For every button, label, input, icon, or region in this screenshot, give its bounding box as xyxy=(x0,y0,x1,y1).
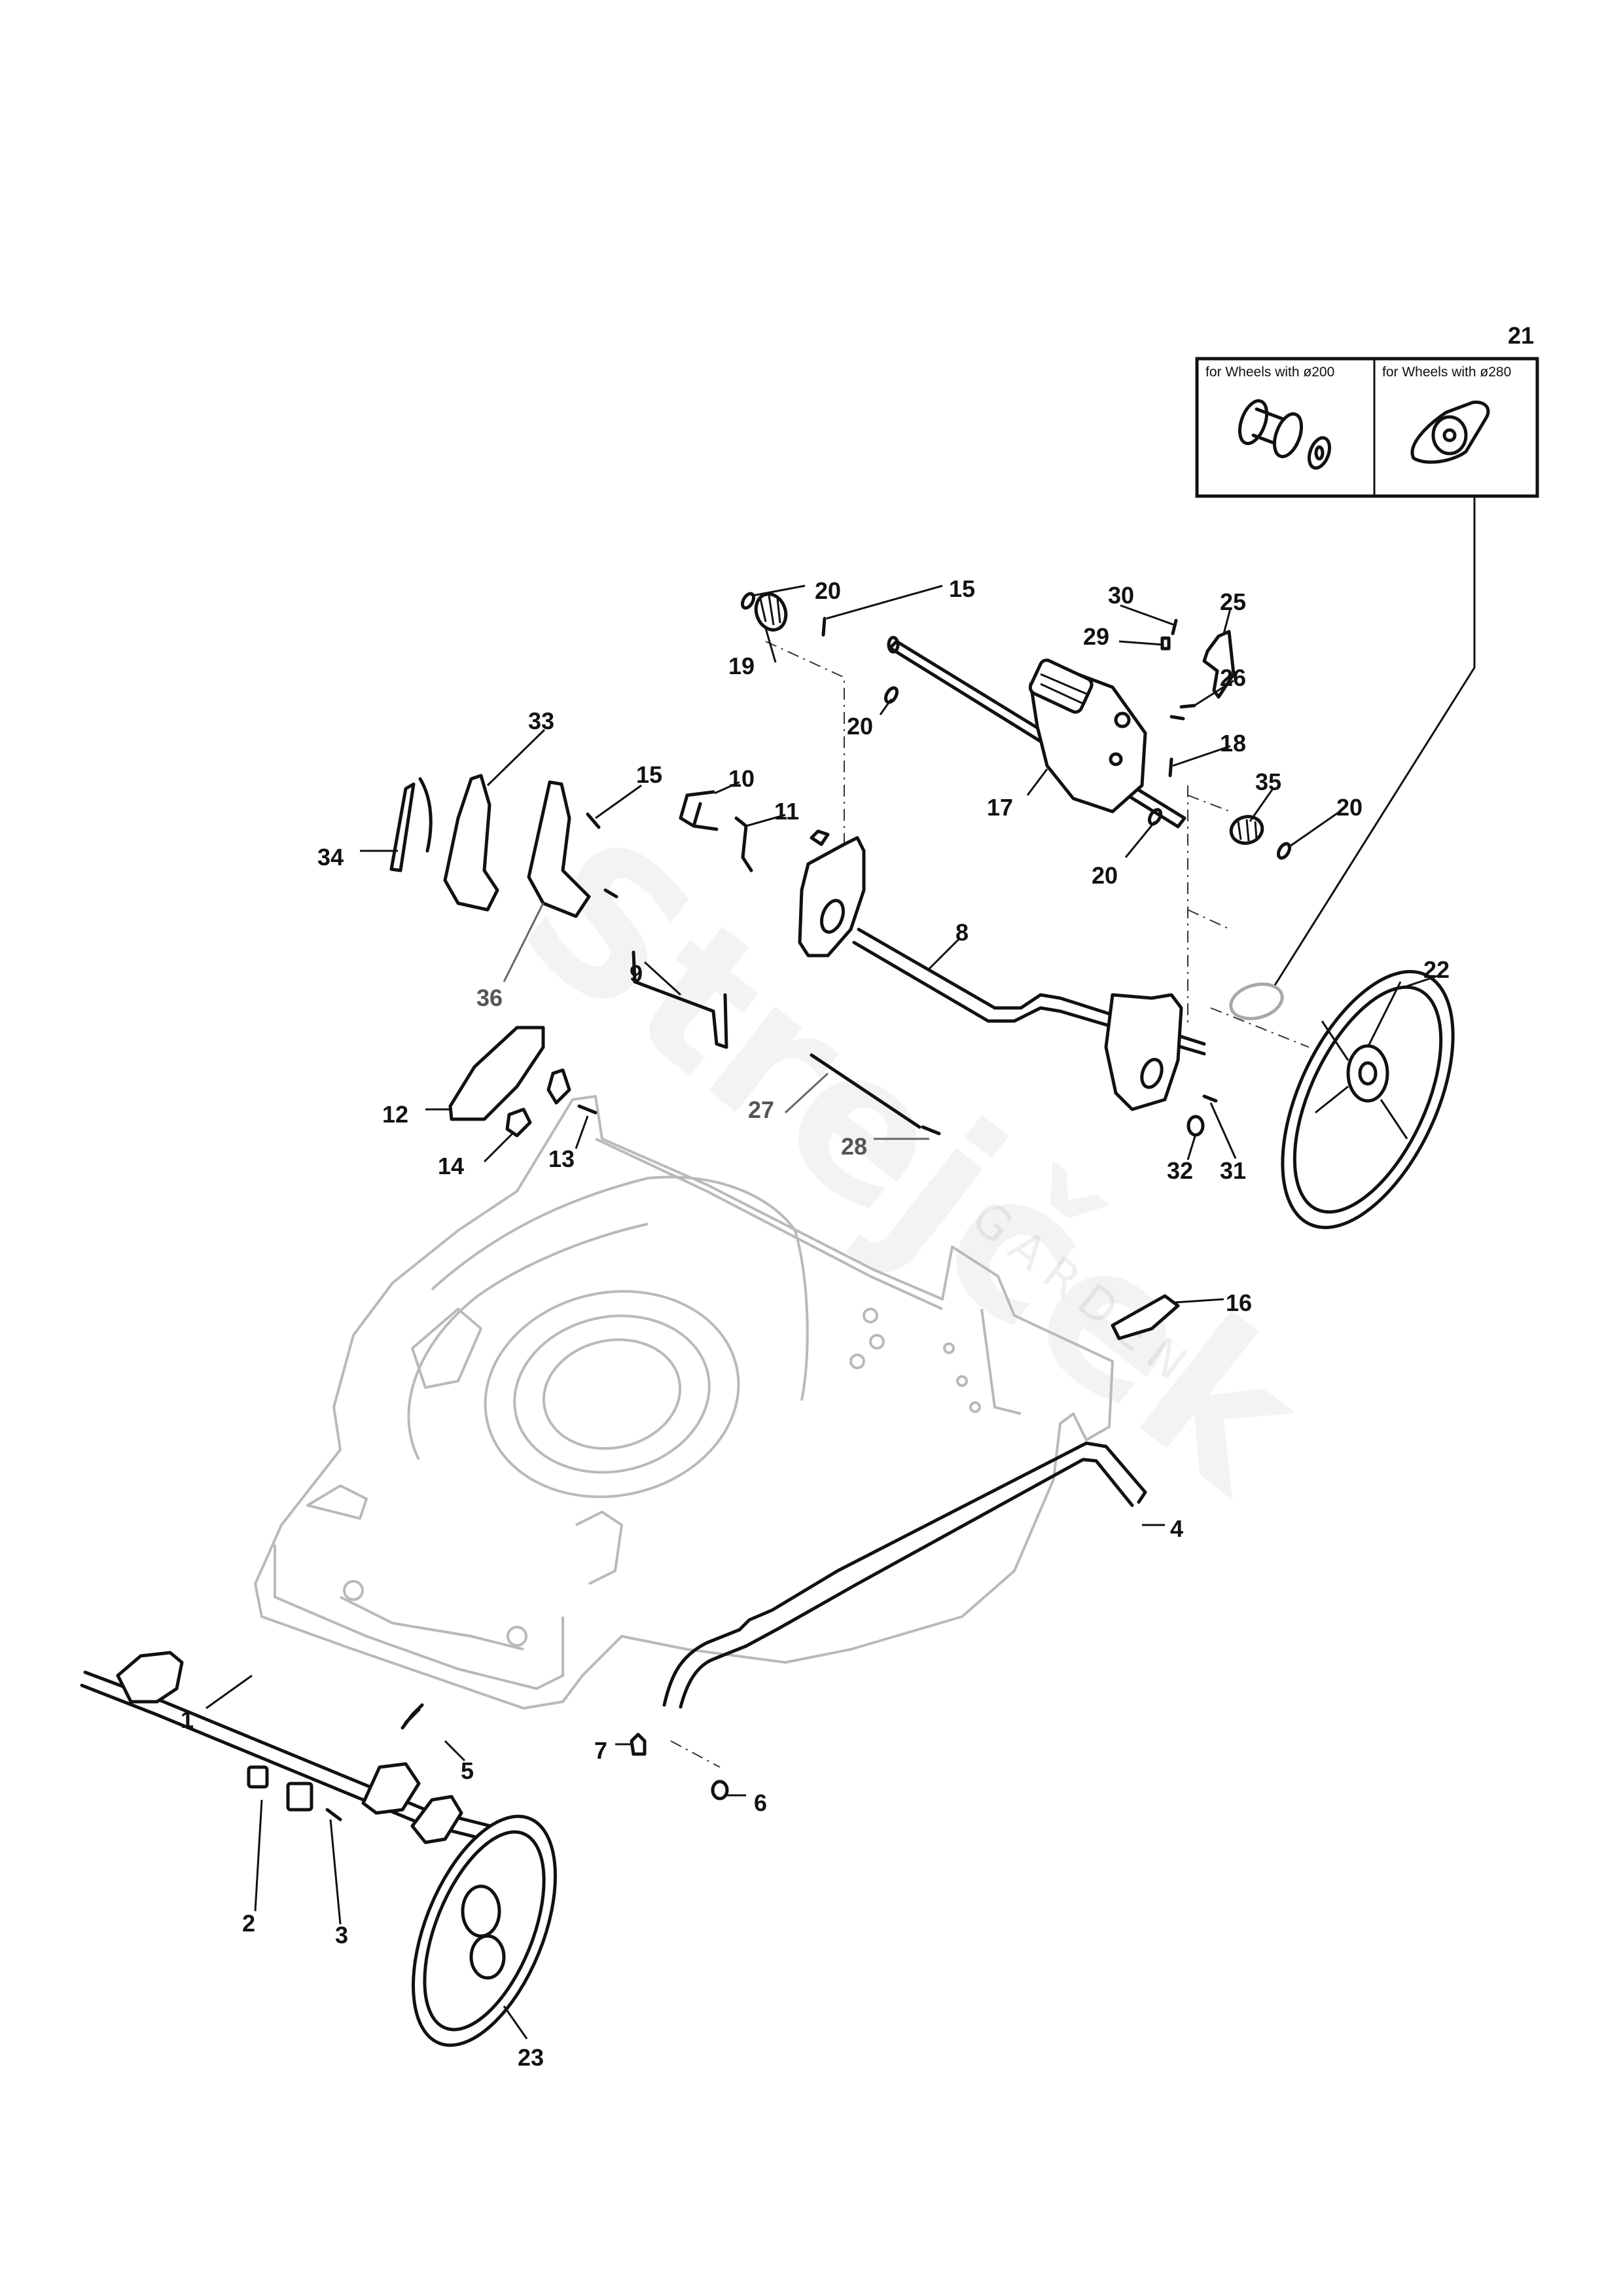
callout-19: 19 xyxy=(728,653,755,679)
watermark-brand: Strejček xyxy=(482,793,1345,1537)
spring-5 xyxy=(401,1703,424,1730)
callout-22: 22 xyxy=(1423,956,1450,983)
circlip-20-mid xyxy=(883,686,899,704)
rear-wheel-22 xyxy=(1281,970,1455,1229)
leader-21 xyxy=(1268,496,1476,994)
front-axle xyxy=(80,1651,506,1887)
pin-15 xyxy=(821,617,827,637)
nut-29 xyxy=(1160,636,1171,651)
callout-25: 25 xyxy=(1220,588,1246,615)
hub-ghost xyxy=(1229,982,1284,1020)
bracket-25 xyxy=(1202,630,1236,699)
kit-option-caption-280: for Wheels with ø280 xyxy=(1382,365,1511,380)
callout-29: 29 xyxy=(1083,623,1109,650)
callout-5: 5 xyxy=(461,1757,474,1784)
pinion-35 xyxy=(1229,815,1264,845)
callout-32: 32 xyxy=(1167,1157,1193,1184)
callout-13: 13 xyxy=(548,1145,575,1172)
callout-33: 33 xyxy=(528,708,554,734)
circlip-20-right xyxy=(1276,842,1292,860)
rear-axle xyxy=(798,829,1206,1111)
callout-8: 8 xyxy=(955,919,969,946)
bushing-6 xyxy=(711,1780,729,1801)
circlip-20-lower xyxy=(1147,808,1163,826)
mower-deck xyxy=(254,1095,1114,1710)
gearbox xyxy=(1028,658,1147,814)
front-wheel-23 xyxy=(412,1814,557,2047)
lever-base-36 xyxy=(527,780,591,918)
callout-15: 15 xyxy=(949,575,975,602)
lever-strip-34 xyxy=(389,782,416,872)
callout-23: 23 xyxy=(518,2044,544,2071)
height-adjuster-12 xyxy=(448,1026,545,1121)
callout-2: 2 xyxy=(242,1910,255,1937)
callout-17: 17 xyxy=(987,794,1013,821)
washer-plate-14b xyxy=(505,1107,532,1138)
pin-18 xyxy=(1168,757,1173,778)
callout-28: 28 xyxy=(841,1133,867,1160)
kit-option-caption-200: for Wheels with ø200 xyxy=(1205,365,1334,380)
rod-9 xyxy=(632,950,728,1049)
link-rod-4-inner xyxy=(679,1458,1134,1709)
cover-33 xyxy=(443,774,499,912)
screw-26b xyxy=(1169,715,1185,721)
pinion-19 xyxy=(754,592,788,632)
callout-27: 27 xyxy=(748,1096,774,1123)
screw-13 xyxy=(577,1104,597,1115)
hub-280-icon xyxy=(1410,401,1490,464)
lever-strip-34-hook xyxy=(418,777,433,853)
spring-11 xyxy=(734,816,753,872)
screw-3 xyxy=(325,1808,342,1821)
screw-26a xyxy=(1179,704,1196,709)
screw-15-left-b xyxy=(603,888,618,899)
callout-26: 26 xyxy=(1220,664,1246,691)
callout-31: 31 xyxy=(1220,1157,1246,1184)
watermark: Strejček GARDEN xyxy=(482,793,1345,1537)
callout-20: 20 xyxy=(1092,862,1118,889)
callout-11: 11 xyxy=(774,798,799,825)
leader-lines xyxy=(205,584,1440,2039)
callout-9: 9 xyxy=(630,960,643,987)
clip-16 xyxy=(1111,1294,1180,1340)
holder-2b xyxy=(286,1782,313,1812)
shaft-27 xyxy=(810,1053,921,1129)
clip-nut-7 xyxy=(630,1732,647,1756)
callout-34: 34 xyxy=(317,844,344,870)
callout-18: 18 xyxy=(1220,730,1246,757)
callout-4: 4 xyxy=(1170,1515,1183,1542)
callout-35: 35 xyxy=(1255,768,1281,795)
callout-16: 16 xyxy=(1226,1289,1252,1316)
hub-200-icon xyxy=(1238,399,1332,470)
screw-28 xyxy=(921,1125,941,1136)
callout-36: 36 xyxy=(476,984,503,1011)
callout-3: 3 xyxy=(335,1922,348,1948)
callout-12: 12 xyxy=(382,1101,408,1128)
callout-20: 20 xyxy=(1336,794,1363,821)
washer-32 xyxy=(1186,1115,1205,1137)
callout-7: 7 xyxy=(594,1737,607,1764)
callout-20: 20 xyxy=(847,713,873,740)
screw-15-left xyxy=(586,812,601,829)
screw-31 xyxy=(1202,1094,1218,1103)
washer-plate-14a xyxy=(546,1068,571,1105)
callout-30: 30 xyxy=(1108,582,1134,609)
assembly-lines xyxy=(670,641,1310,1768)
callout-20: 20 xyxy=(815,577,841,604)
callout-10: 10 xyxy=(728,765,755,792)
circlip-20-top xyxy=(740,592,756,610)
callout-1: 1 xyxy=(181,1706,194,1733)
kit-21-box: for Wheels with ø200 for Wheels with ø28… xyxy=(1195,357,1539,498)
callout-21: 21 xyxy=(1508,322,1534,349)
screw-30 xyxy=(1171,619,1178,636)
callout-14: 14 xyxy=(438,1153,464,1179)
callout-15: 15 xyxy=(636,761,662,788)
link-rod-4 xyxy=(662,1441,1147,1707)
holder-2a xyxy=(247,1765,269,1789)
bracket-10 xyxy=(679,790,719,831)
callouts: 20 15 30 25 19 29 26 20 33 18 15 10 17 3… xyxy=(181,575,1450,2071)
callout-6: 6 xyxy=(754,1789,767,1816)
